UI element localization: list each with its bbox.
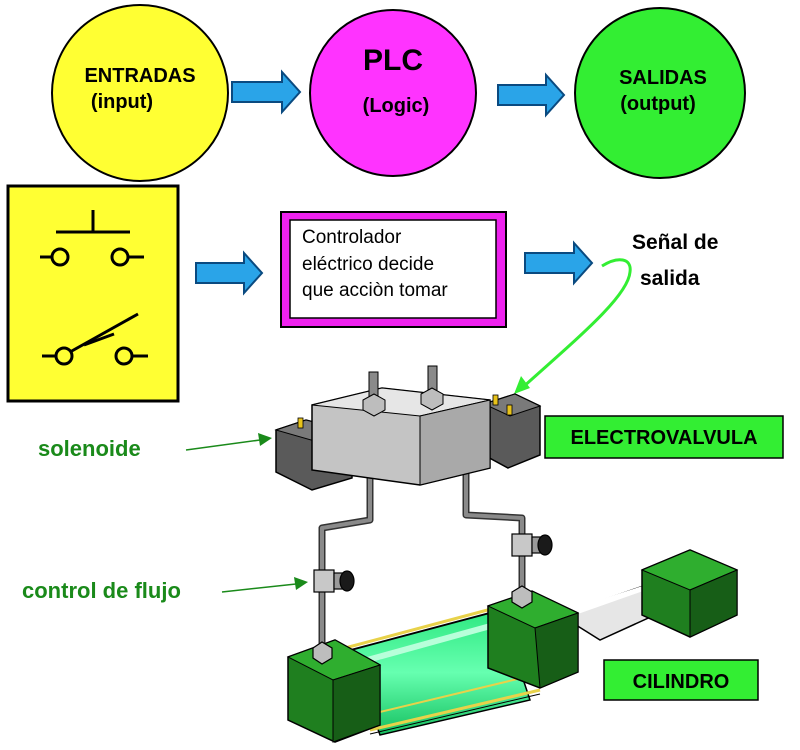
controller-box: Controlador eléctrico decide que acciòn …: [280, 211, 507, 328]
push-button-switch-icon: [40, 210, 144, 267]
signal-label-1: Señal de: [632, 231, 718, 254]
outputs-sublabel: (output): [620, 93, 696, 115]
inputs-label: ENTRADAS: [84, 65, 195, 87]
flow-arrow-3: [195, 250, 264, 296]
controller-line-3: que acciòn tomar: [302, 280, 448, 301]
outputs-label: SALIDAS: [619, 67, 707, 89]
flow-control-pointer: [221, 577, 308, 593]
controller-line-1: Controlador: [302, 227, 402, 248]
switch-panel: [6, 184, 180, 403]
valve-label-box: ELECTROVALVULA: [544, 415, 784, 459]
flow-arrow-2: [497, 72, 566, 118]
signal-arrowhead: [514, 376, 530, 394]
plc-node: PLC (Logic): [309, 9, 477, 177]
inputs-circle: [51, 4, 229, 182]
cylinder: [286, 549, 739, 743]
inputs-sublabel: (input): [91, 91, 153, 113]
solenoid-label: solenoide: [38, 436, 141, 461]
cylinder-label-box: CILINDRO: [603, 659, 759, 701]
cylinder-label: CILINDRO: [633, 671, 730, 693]
outputs-circle: [574, 7, 746, 179]
flow-arrow-1: [231, 69, 302, 115]
plc-sublabel: (Logic): [363, 95, 430, 117]
signal-wire: [520, 258, 632, 390]
toggle-switch-icon: [42, 312, 148, 366]
outputs-node: SALIDAS (output): [574, 7, 746, 179]
plc-label: PLC: [363, 44, 423, 77]
flow-arrow-4: [524, 240, 594, 286]
flow-control-label: control de flujo: [22, 578, 181, 603]
controller-line-2: eléctrico decide: [302, 254, 434, 275]
signal-label-2: salida: [640, 267, 700, 290]
solenoid-pointer: [185, 433, 272, 451]
plc-circle: [309, 9, 477, 177]
solenoid-valve: [274, 365, 542, 491]
flow-control-valve-icon: [313, 533, 553, 593]
valve-label: ELECTROVALVULA: [570, 427, 757, 449]
inputs-node: ENTRADAS (input): [51, 4, 229, 182]
cylinder-fittings: [312, 585, 533, 665]
